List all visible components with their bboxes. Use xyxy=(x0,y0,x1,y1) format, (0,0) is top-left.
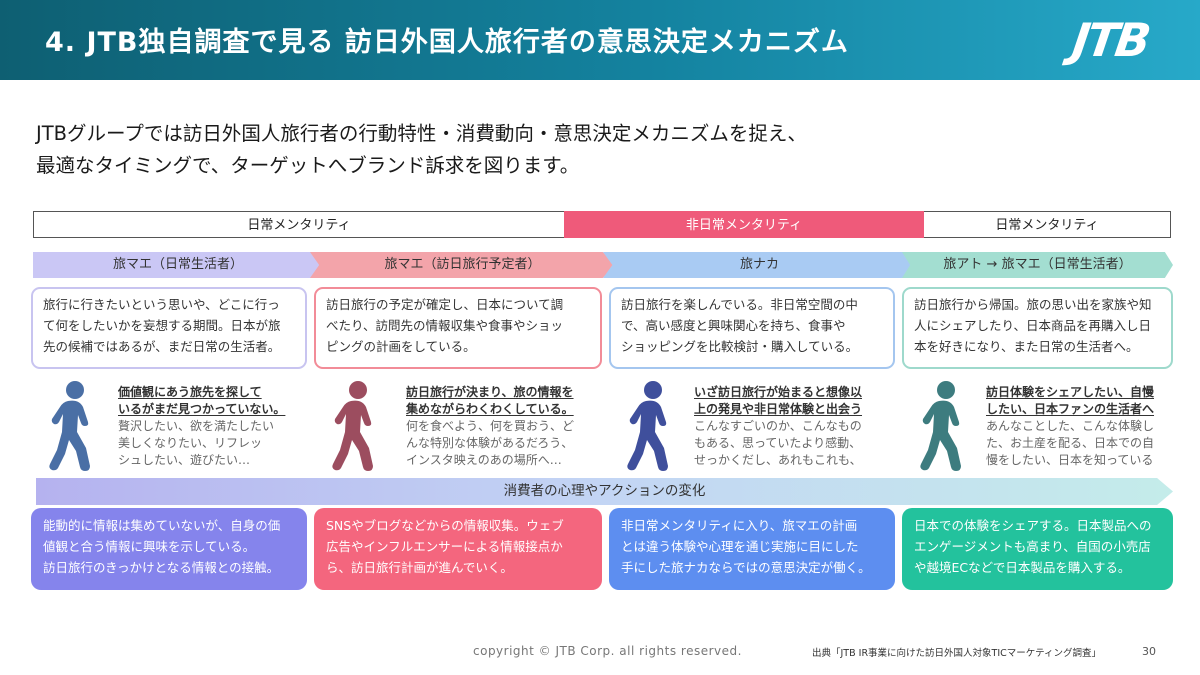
description-line: 先の候補ではあるが、まだ日常の生活者。 xyxy=(43,339,281,354)
description-line: 訪日旅行を楽しんでいる。非日常空間の中 xyxy=(621,297,858,312)
action-line: 訪日旅行のきっかけとなる情報との接触。 xyxy=(43,560,280,575)
traveler-thought-1: 価値観にあう旅先を探して いるがまだ見つかっていない。 贅沢したい、欲を満たした… xyxy=(118,384,285,469)
walking-person-icon xyxy=(332,381,373,471)
thought-headline: いざ訪日旅行が始まると想像以 xyxy=(694,385,863,399)
phase-label-before-daily: 旅マエ（日常生活者） xyxy=(33,252,323,278)
thought-headline: 訪日体験をシェアしたい、自慢 xyxy=(986,385,1155,399)
thought-headline: 訪日旅行が決まり、旅の情報を xyxy=(406,385,574,399)
phase-label-during: 旅ナカ xyxy=(603,252,916,278)
action-line: 日本での体験をシェアする。日本製品への xyxy=(914,518,1152,533)
description-line: で、高い感度と興味関心を持ち、食事や xyxy=(621,318,846,333)
phase-description-4: 訪日旅行から帰国。旅の思い出を家族や知 人にシェアしたり、日本商品を再購入し日 … xyxy=(902,287,1173,369)
source-citation: 出典「JTB IR事業に向けた訪日外国人対象TICマーケティング調査」 xyxy=(812,648,1102,659)
description-line: 人にシェアしたり、日本商品を再購入し日 xyxy=(914,318,1152,333)
thought-detail: 美しくなりたい、リフレッ xyxy=(118,436,263,450)
description-line: 訪日旅行から帰国。旅の思い出を家族や知 xyxy=(914,297,1152,312)
phase-description-1: 旅行に行きたいという思いや、どこに行っ て何をしたいかを妄想する期間。日本が旅 … xyxy=(31,287,307,369)
thought-detail: せっかくだし、あれもこれも、 xyxy=(694,453,862,467)
thought-detail: 何を食べよう、何を買おう、ど xyxy=(406,419,575,433)
intro-line-1: JTBグループでは訪日外国人旅行者の行動特性・消費動向・意思決定メカニズムを捉え… xyxy=(36,122,807,145)
action-line: エンゲージメントも高まり、自国の小売店 xyxy=(914,539,1151,554)
person-figure xyxy=(920,381,961,471)
thought-detail: もある、思っていたより感動、 xyxy=(694,436,862,450)
traveler-thought-2: 訪日旅行が決まり、旅の情報を 集めながらわくわくしている。 何を食べよう、何を買… xyxy=(406,384,574,469)
action-line: 値観と合う情報に興味を示している。 xyxy=(43,539,256,554)
page-title: 4. JTB独自調査で見る 訪日外国人旅行者の意思決定メカニズム xyxy=(45,27,849,58)
phase-label-before-planned: 旅マエ（訪日旅行予定者） xyxy=(310,252,615,278)
thought-headline: 上の発見や非日常体験と出会う xyxy=(694,402,863,416)
action-box-1: 能動的に情報は集めていないが、自身の価 値観と合う情報に興味を示している。 訪日… xyxy=(31,508,307,590)
phase-description-2: 訪日旅行の予定が確定し、日本について調 べたり、訪問先の情報収集や食事やショッ … xyxy=(314,287,602,369)
person-figure xyxy=(49,381,90,471)
walking-person-icon xyxy=(920,381,961,471)
action-line: 能動的に情報は集めていないが、自身の価 xyxy=(43,518,281,533)
action-box-4: 日本での体験をシェアする。日本製品への エンゲージメントも高まり、自国の小売店 … xyxy=(902,508,1173,590)
phase-description-3: 訪日旅行を楽しんでいる。非日常空間の中 で、高い感度と興味関心を持ち、食事や シ… xyxy=(609,287,895,369)
page-number: 30 xyxy=(1142,645,1156,658)
intro-line-2: 最適なタイミングで、ターゲットへブランド訴求を図ります。 xyxy=(36,154,580,177)
mentality-daily-1: 日常メンタリティ xyxy=(33,211,564,238)
thought-detail: こんなすごいのか、こんなもの xyxy=(694,419,862,433)
action-line: SNSやブログなどからの情報収集。ウェブ xyxy=(326,518,564,533)
thought-detail: あんなことした、こんな体験し xyxy=(986,419,1155,433)
traveler-thought-3: いざ訪日旅行が始まると想像以 上の発見や非日常体験と出会う こんなすごいのか、こ… xyxy=(694,384,862,469)
person-figure xyxy=(627,381,668,471)
action-line: とは違う体験や心理を通じ実施に目にした xyxy=(621,539,859,554)
thought-detail: た、お土産を配る、日本での自 xyxy=(986,436,1155,450)
thought-detail: 贅沢したい、欲を満たしたい xyxy=(118,419,275,433)
action-box-2: SNSやブログなどからの情報収集。ウェブ 広告やインフルエンサーによる情報接点か… xyxy=(314,508,602,590)
thought-detail: んな特別な体験があるだろう、 xyxy=(406,436,574,450)
thought-detail: シュしたい、遊びたい… xyxy=(118,453,251,467)
description-line: 本を好きになり、また日常の生活者へ。 xyxy=(914,339,1139,354)
action-line: 広告やインフルエンサーによる情報接点か xyxy=(326,539,563,554)
phase-label-after: 旅アト → 旅マエ（日常生活者） xyxy=(902,252,1173,278)
description-line: べたり、訪問先の情報収集や食事やショッ xyxy=(326,318,564,333)
description-line: て何をしたいかを妄想する期間。日本が旅 xyxy=(43,318,281,333)
thought-headline: いるがまだ見つかっていない。 xyxy=(118,402,286,416)
action-line: 手にした旅ナカならではの意思決定が働く。 xyxy=(621,560,871,575)
description-line: ショッピングを比較検討・購入している。 xyxy=(621,339,859,354)
thought-detail: 慢をしたい、日本を知っている xyxy=(986,453,1154,467)
intro-text: JTBグループでは訪日外国人旅行者の行動特性・消費動向・意思決定メカニズムを捉え… xyxy=(36,118,807,182)
mentality-extraordinary: 非日常メンタリティ xyxy=(564,211,924,238)
person-figure xyxy=(332,381,373,471)
description-line: 旅行に行きたいという思いや、どこに行っ xyxy=(43,297,280,312)
action-line: 非日常メンタリティに入り、旅マエの計画 xyxy=(621,518,858,533)
action-line: や越境ECなどで日本製品を購入する。 xyxy=(914,560,1131,575)
thought-headline: 価値観にあう旅先を探して xyxy=(118,385,262,399)
mentality-daily-2: 日常メンタリティ xyxy=(924,211,1171,238)
action-box-3: 非日常メンタリティに入り、旅マエの計画 とは違う体験や心理を通じ実施に目にした … xyxy=(609,508,895,590)
thought-headline: 集めながらわくわくしている。 xyxy=(406,402,574,416)
jtb-logo: JTB xyxy=(1069,13,1152,67)
consumer-change-arrow: 消費者の心理やアクションの変化 xyxy=(36,478,1173,505)
walking-person-icon xyxy=(49,381,90,471)
traveler-thought-4: 訪日体験をシェアしたい、自慢 したい、日本ファンの生活者へ あんなことした、こん… xyxy=(986,384,1154,469)
header-banner: 4. JTB独自調査で見る 訪日外国人旅行者の意思決定メカニズム JTB xyxy=(0,0,1200,80)
action-line: ら、訪日旅行計画が進んでいく。 xyxy=(326,560,513,575)
thought-headline: したい、日本ファンの生活者へ xyxy=(986,402,1155,416)
walking-person-icon xyxy=(627,381,668,471)
thought-detail: インスタ映えのあの場所へ… xyxy=(406,453,562,467)
description-line: 訪日旅行の予定が確定し、日本について調 xyxy=(326,297,564,312)
copyright-notice: copyright © JTB Corp. all rights reserve… xyxy=(473,644,742,658)
description-line: ピングの計画をしている。 xyxy=(326,339,476,354)
